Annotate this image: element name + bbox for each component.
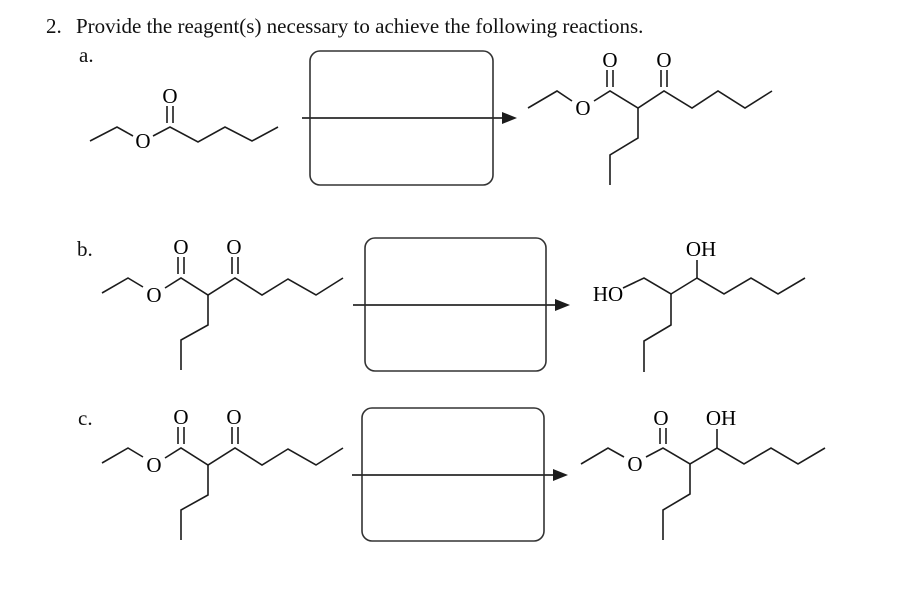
part-label-b: b.	[77, 237, 93, 261]
propyl-branch-bonds	[662, 464, 691, 540]
arrow-head-icon	[502, 112, 517, 124]
ester-oxygen-label: O	[135, 129, 150, 153]
main-chain-bonds	[645, 447, 826, 465]
hydroxymethyl-and-chain-bonds	[622, 277, 806, 295]
main-chain-bonds	[164, 447, 344, 466]
main-chain-bonds	[593, 90, 773, 109]
product-structure-b-1-3-diol: HO OH	[593, 237, 806, 372]
ester-oxygen-label: O	[575, 96, 590, 120]
product-structure-c-beta-hydroxy-ester: O O OH	[580, 406, 826, 540]
propyl-branch-bonds	[180, 295, 209, 370]
ethyl-to-ester-oxygen-bonds	[101, 277, 144, 294]
ester-oxygen-label: O	[627, 452, 642, 476]
carbonyl-oxygen-label: O	[173, 405, 188, 429]
ethyl-to-ester-oxygen-bonds	[580, 447, 625, 465]
question-number: 2.	[46, 14, 62, 38]
carbonyl-oxygen-label: O	[173, 235, 188, 259]
ethyl-to-ester-oxygen-bonds	[101, 447, 144, 464]
propyl-branch-bonds	[180, 465, 209, 540]
reactant-structure-b-beta-keto-ester: O O O	[101, 235, 344, 370]
carbonyl-oxygen-label: O	[226, 405, 241, 429]
question-title: 2. Provide the reagent(s) necessary to ac…	[46, 15, 643, 38]
ethyl-to-ester-oxygen-bonds	[527, 90, 573, 109]
ester-oxygen-label: O	[146, 283, 161, 307]
product-structure-a-beta-keto-ester: O O O	[527, 48, 773, 185]
hydroxyl-label-reversed: HO	[593, 282, 623, 306]
ethyl-to-ester-oxygen-bonds	[89, 126, 134, 142]
hydroxyl-label: OH	[686, 237, 716, 261]
arrow-head-icon	[555, 299, 570, 311]
arrow-head-icon	[553, 469, 568, 481]
reaction-arrow-b	[353, 299, 570, 311]
propyl-branch-bonds	[643, 294, 672, 372]
carbonyl-oxygen-label: O	[653, 406, 668, 430]
part-label-c: c.	[78, 406, 93, 430]
carbonyl-oxygen-label: O	[656, 48, 671, 72]
propyl-branch-bonds	[609, 108, 639, 185]
reactant-structure-c-beta-keto-ester: O O O	[101, 405, 344, 540]
carbonyl-oxygen-label: O	[602, 48, 617, 72]
carbonyl-oxygen-label: O	[162, 84, 177, 108]
acyl-chain-bonds	[152, 126, 279, 143]
part-label-a: a.	[79, 43, 94, 67]
reactant-structure-a-ethyl-ester: O O	[89, 84, 279, 153]
hydroxyl-label: OH	[706, 406, 736, 430]
question-text: Provide the reagent(s) necessary to achi…	[76, 14, 644, 38]
carbonyl-oxygen-label: O	[226, 235, 241, 259]
ester-oxygen-label: O	[146, 453, 161, 477]
reaction-arrow-a	[302, 112, 517, 124]
main-chain-bonds	[164, 277, 344, 296]
reaction-arrow-c	[352, 469, 568, 481]
